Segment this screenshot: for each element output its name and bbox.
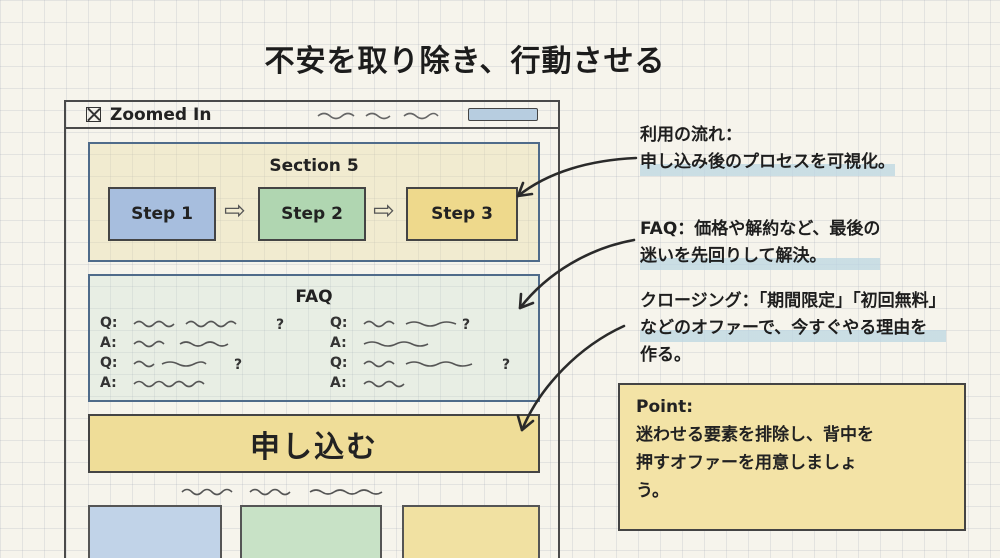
note-faq-line-2: 迷いを先回りして解決。 [640, 243, 881, 270]
faq-right-q1: Q: [330, 315, 348, 331]
arrow-head-section5 [516, 181, 534, 198]
note-closing-line-1: クロージング：「期間限定」「初回無料」 [640, 291, 946, 311]
arrow-to-apply [520, 324, 626, 432]
footer-scribble [181, 488, 383, 496]
faq-right-a2: A: [330, 375, 347, 391]
point-line-2: 押すオファーを用意しましょ [636, 453, 857, 473]
note-faq-line-1: FAQ：価格や解約など、最後の [640, 219, 881, 239]
point-line-3: う。 [636, 481, 669, 501]
browser-window: Zoomed In [64, 100, 560, 558]
window-title: Zoomed In [110, 105, 212, 125]
point-line-1: 迷わせる要素を排除し、背中を [636, 425, 874, 445]
step-2-box: Step 2 [258, 187, 366, 241]
faq-panel [88, 274, 540, 402]
section5-title: Section 5 [269, 156, 359, 176]
arrow-head-faq [518, 292, 535, 310]
step-3-box: Step 3 [406, 187, 518, 241]
right-arrow-icon: ⇨ [224, 196, 246, 226]
close-box-icon[interactable] [86, 107, 101, 122]
card-3 [402, 505, 540, 558]
arrow-to-section5 [516, 156, 638, 198]
faq-left-a2: A: [100, 375, 117, 391]
titlebar-search-bar[interactable] [468, 108, 538, 121]
point-box: Point: 迷わせる要素を排除し、背中を 押すオファーを用意しましょ う。 [618, 383, 966, 531]
point-text: 迷わせる要素を排除し、背中を 押すオファーを用意しましょ う。 [636, 421, 948, 505]
svg-text:?: ? [276, 317, 284, 333]
page-title: 不安を取り除き、行動させる [264, 44, 666, 79]
faq-right-a1: A: [330, 335, 347, 351]
svg-text:?: ? [502, 357, 510, 373]
svg-text:?: ? [234, 357, 242, 373]
note-closing-line-3: 作る。 [640, 345, 691, 365]
titlebar-scribble [317, 112, 439, 120]
step-1-box: Step 1 [108, 187, 216, 241]
note-flow-line-2: 申し込み後のプロセスを可視化。 [640, 149, 895, 176]
card-2 [240, 505, 382, 558]
faq-title: FAQ [295, 287, 333, 307]
faq-scribbles: ? ? ? ? [133, 317, 510, 388]
faq-list: Q: A: Q: A: Q: A: Q: A: ? ? ? ? [100, 309, 530, 401]
note-faq: FAQ：価格や解約など、最後の 迷いを先回りして解決。 [640, 216, 881, 270]
arrow-head-apply [516, 414, 535, 432]
window-titlebar: Zoomed In [66, 102, 558, 129]
svg-text:?: ? [462, 317, 470, 333]
note-closing-line-2: などのオファーで、今すぐやる理由を [640, 315, 946, 342]
arrow-to-faq [518, 238, 636, 310]
faq-left-q2: Q: [100, 355, 118, 371]
note-closing: クロージング：「期間限定」「初回無料」 などのオファーで、今すぐやる理由を 作る… [640, 288, 946, 369]
right-arrow-icon: ⇨ [373, 196, 395, 226]
note-flow-line-1: 利用の流れ： [640, 125, 742, 145]
faq-left-q1: Q: [100, 315, 118, 331]
point-title: Point: [636, 397, 693, 417]
faq-right-q2: Q: [330, 355, 348, 371]
apply-button[interactable]: 申し込む [88, 414, 540, 473]
faq-left-a1: A: [100, 335, 117, 351]
note-flow: 利用の流れ： 申し込み後のプロセスを可視化。 [640, 122, 895, 176]
card-1 [88, 505, 222, 558]
